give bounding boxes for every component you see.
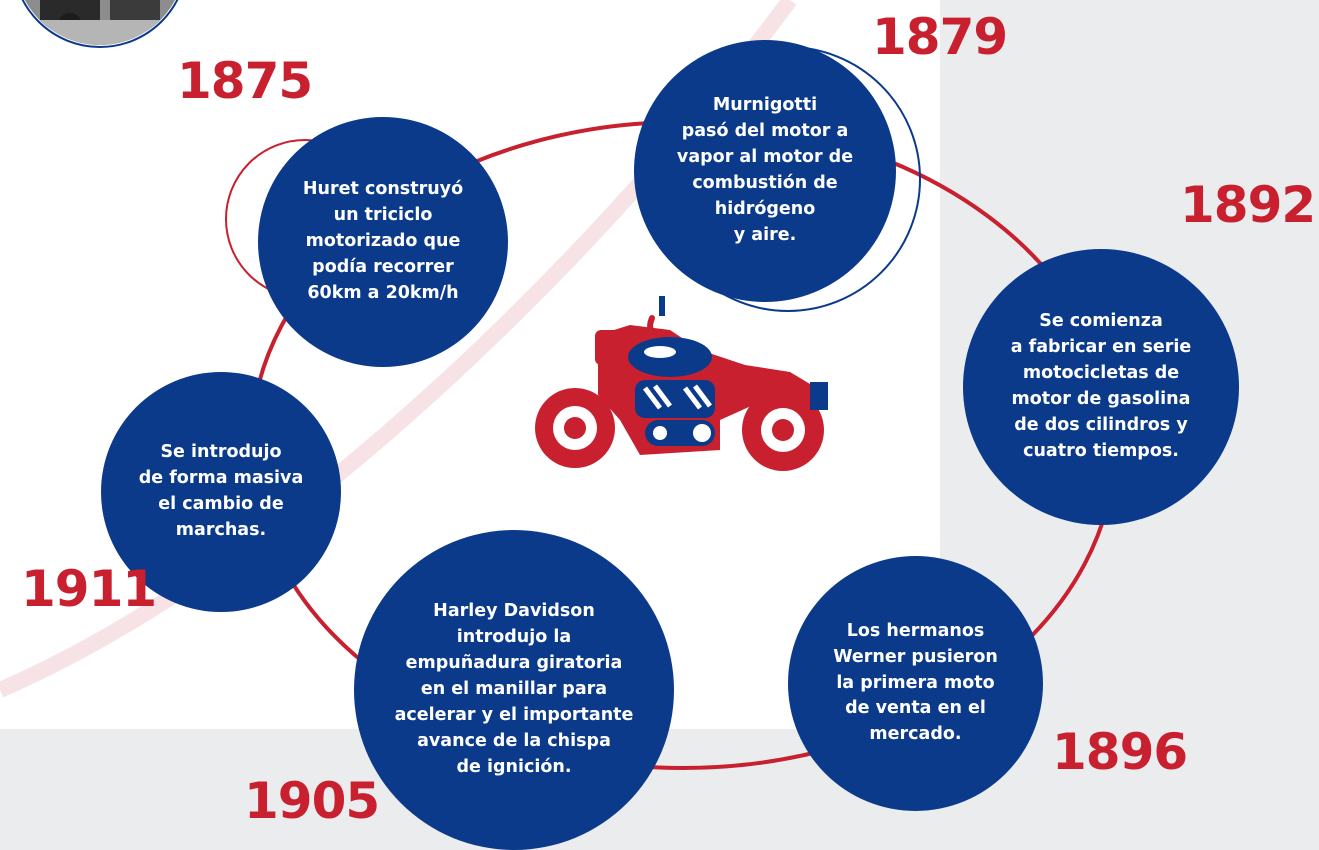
timeline-node-1911: Se introdujo de forma masiva el cambio d…: [101, 372, 341, 612]
timeline-node-1875: Huret construyó un triciclo motorizado q…: [258, 117, 508, 367]
year-label-1892: 1892: [1180, 176, 1316, 234]
year-label-1896: 1896: [1052, 723, 1188, 781]
timeline-node-1879: Murnigotti pasó del motor a vapor al mot…: [634, 40, 896, 302]
year-label-1875: 1875: [177, 52, 313, 110]
timeline-node-1896: Los hermanos Werner pusieron la primera …: [788, 556, 1043, 811]
year-label-1879: 1879: [872, 8, 1008, 66]
motorcycle-icon: [535, 296, 828, 471]
vintage-photo-thumbnail: [15, 0, 185, 48]
node-text: Harley Davidson introdujo la empuñadura …: [394, 601, 634, 777]
year-label-1905: 1905: [244, 772, 380, 830]
node-text: Huret construyó un triciclo motorizado q…: [302, 179, 464, 303]
node-text: Los hermanos Werner pusieron la primera …: [833, 620, 998, 745]
timeline-node-1905: Harley Davidson introdujo la empuñadura …: [354, 530, 674, 850]
node-text: Se comienza a fabricar en serie motocicl…: [1010, 311, 1192, 461]
timeline-node-1892: Se comienza a fabricar en serie motocicl…: [963, 249, 1239, 525]
year-label-1911: 1911: [21, 560, 157, 618]
node-text: Se introdujo de forma masiva el cambio d…: [138, 442, 304, 540]
node-text: Murnigotti pasó del motor a vapor al mot…: [676, 95, 854, 245]
